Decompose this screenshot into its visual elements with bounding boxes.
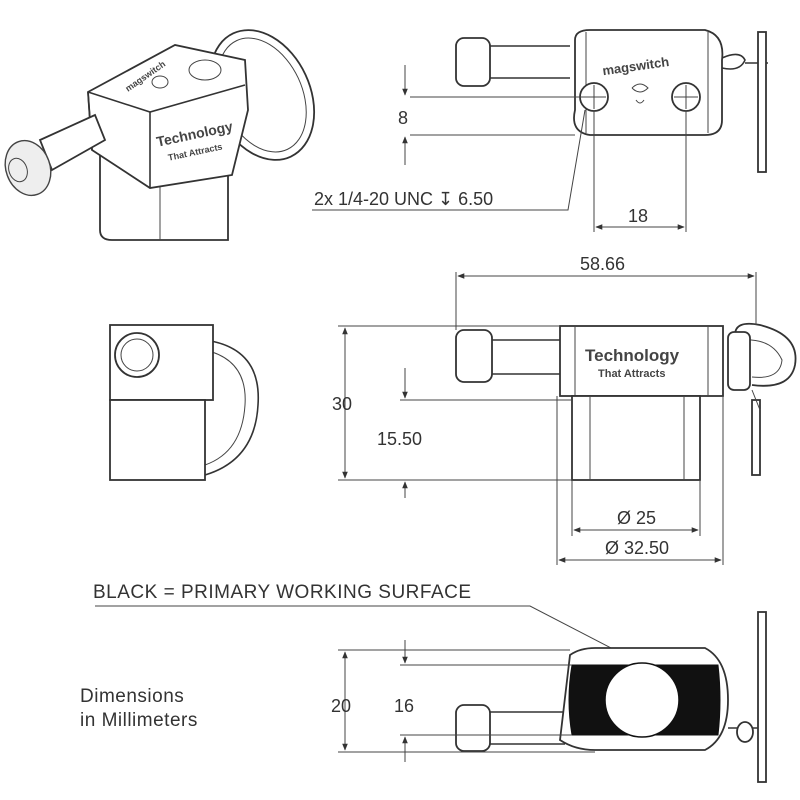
bottom-view: 20 16 <box>331 611 767 783</box>
units-line-2: in Millimeters <box>80 710 198 731</box>
dim-width: 20 <box>331 696 351 716</box>
logo-swirl-icon <box>151 75 169 89</box>
thread-callout: 2x 1/4-20 UNC ↧ 6.50 <box>314 189 493 209</box>
surface-note: BLACK = PRIMARY WORKING SURFACE <box>93 582 472 603</box>
dim-hole-offset: 8 <box>398 108 408 128</box>
dim-pole-diameter-inner: Ø 25 <box>617 508 656 528</box>
surface-note-leader <box>95 605 641 664</box>
logo-swirl-top-icon <box>631 83 649 104</box>
mount-hole-icon <box>188 59 222 81</box>
tagline-technology-front: Technology <box>585 346 680 365</box>
dim-pole-width: 16 <box>394 696 414 716</box>
isometric-view: Technology That Attracts magswitch <box>4 29 316 241</box>
tagline-that-attracts-front: That Attracts <box>598 368 665 380</box>
units-line-1: Dimensions <box>80 686 184 707</box>
dim-height: 30 <box>332 394 352 414</box>
dim-overall-length: 58.66 <box>580 254 625 274</box>
front-view: Technology That Attracts 58.66 30 15.50 … <box>332 254 797 565</box>
side-view <box>109 324 260 481</box>
top-view: magswitch 8 2x 1/4-20 UNC ↧ 6.50 18 <box>312 29 768 232</box>
dim-hole-spacing: 18 <box>628 206 648 226</box>
dim-half-height: 15.50 <box>377 429 422 449</box>
dim-pole-diameter-outer: Ø 32.50 <box>605 538 669 558</box>
